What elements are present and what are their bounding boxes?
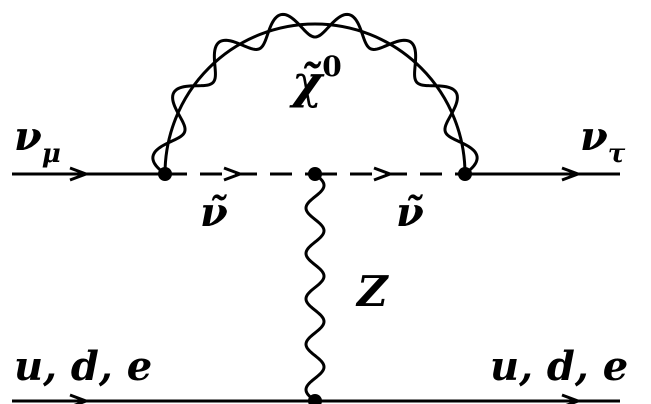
vertex-center [308, 167, 322, 181]
fermion-arrow-left [69, 393, 91, 404]
sneutrino-right-arrow [373, 166, 395, 182]
vertex-left [158, 167, 172, 181]
nu-mu-arrow [69, 166, 91, 182]
label-z-boson: Z [355, 267, 389, 316]
sneutrino-left-arrow [223, 166, 245, 182]
label-fermions-left: u, d, e [14, 343, 152, 390]
label-nu-tau: ντ [580, 113, 626, 169]
z-boson-line [304, 172, 326, 403]
neutralino-wavy-arc [151, 12, 479, 176]
vertex-bottom [308, 394, 322, 404]
neutralino-arc [163, 22, 467, 175]
nu-tau-arrow [561, 166, 583, 182]
fermion-arrow-right [561, 393, 583, 404]
label-nu-mu: νμ [14, 113, 61, 169]
label-sneutrino-left: ν̃ [200, 189, 228, 236]
label-sneutrino-right: ν̃ [396, 189, 424, 236]
vertex-right [458, 167, 472, 181]
label-fermions-right: u, d, e [490, 343, 628, 390]
label-neutralino: χ̃0 [289, 50, 342, 109]
